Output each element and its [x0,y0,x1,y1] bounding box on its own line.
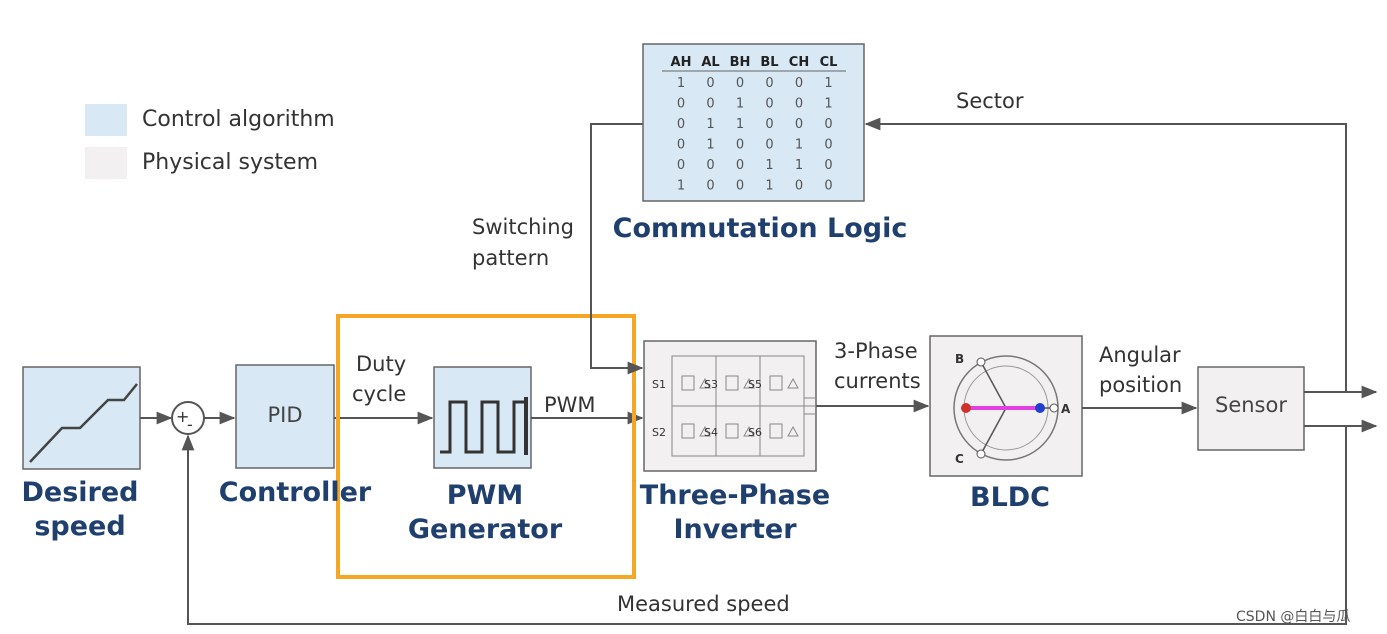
table-cell: 0 [736,179,744,194]
table-cell: 1 [824,97,832,112]
table-cell: 0 [677,97,685,112]
inverter-title-line1: Three-Phase [639,480,831,511]
table-cell: 1 [677,76,685,91]
table-cell: 0 [706,158,714,173]
sensor-box [1197,366,1305,451]
pwm-highlight-frame [336,314,636,579]
sector-feedback-path [864,117,1347,392]
switching-label-line2: pattern [472,246,550,270]
switching-label-line1: Switching [472,215,574,239]
table-cell: 0 [677,117,685,132]
commutation-logic-box [642,43,865,202]
phase-a-label: A [1061,402,1071,416]
measured-speed-feedback-path [181,426,1347,625]
table-cell: 0 [765,97,773,112]
bldc-block: B A C [929,335,1083,477]
inverter-block: S1 S3 S5 S2 S4 S6 [643,340,817,472]
table-header-bl: BL [760,55,778,70]
pwm-generator-box [433,366,532,469]
pwm-generator-title-line1: PWM [446,480,524,511]
switching-pattern-path [590,123,644,375]
switch-s1-label: S1 [652,378,666,391]
table-cell: 1 [765,179,773,194]
currents-label-line2: currents [834,369,921,393]
table-cell: 0 [736,138,744,153]
phase-b-label: B [955,352,964,366]
legend-physical-label: Physical system [142,150,319,175]
table-cell: 1 [795,138,803,153]
commutation-title: Commutation Logic [612,213,908,244]
angular-label-line2: position [1099,373,1183,397]
table-cell: 1 [824,76,832,91]
commutation-table: AH AL BH BL CH CL 1 0 0 0 0 1 0 0 1 0 0 1 0 1 1 0 0 0 0 1 0 0 1 0 0 0 0 1… [671,55,838,194]
table-cell: 1 [706,117,714,132]
desired-speed-title-line1: Desired [21,477,139,508]
table-cell: 0 [677,158,685,173]
pid-box [235,364,335,469]
table-cell: 0 [677,138,685,153]
pid-box-label: PID [267,403,303,427]
table-cell: 1 [706,138,714,153]
table-cell: 1 [795,158,803,173]
table-cell: 0 [765,138,773,153]
table-cell: 0 [765,76,773,91]
table-cell: 0 [706,76,714,91]
switch-s4-label: S4 [704,426,718,439]
inverter-title-line2: Inverter [673,514,797,545]
table-cell: 0 [795,76,803,91]
table-cell: 0 [824,138,832,153]
table-header-ch: CH [789,55,809,70]
table-cell: 1 [677,179,685,194]
table-header-cl: CL [820,55,838,70]
sensor-box-label: Sensor [1215,393,1287,417]
table-cell: 0 [706,179,714,194]
duty-cycle-label-line2: cycle [352,382,407,406]
sum-minus-sign: - [187,415,193,434]
controller-title: Controller [218,477,372,508]
measured-speed-label: Measured speed [617,592,790,616]
table-cell: 1 [736,97,744,112]
legend-physical-swatch [85,147,127,179]
switch-s6-label: S6 [748,426,762,439]
legend-control-swatch [85,104,127,136]
sector-label: Sector [956,89,1024,113]
table-cell: 0 [795,117,803,132]
table-cell: 1 [765,158,773,173]
table-cell: 0 [795,179,803,194]
desired-speed-block [22,366,141,470]
table-cell: 1 [736,117,744,132]
phase-c-label: C [955,452,964,466]
desired-speed-title-line2: speed [34,511,126,542]
table-cell: 0 [824,117,832,132]
table-cell: 0 [824,179,832,194]
table-cell: 0 [824,158,832,173]
currents-label-line1: 3-Phase [834,339,918,363]
pwm-signal-label: PWM [544,393,596,417]
pwm-generator-title-line2: Generator [407,514,563,545]
angular-label-line1: Angular [1099,343,1181,367]
watermark: CSDN @白白与瓜 [1236,609,1351,625]
table-cell: 0 [765,117,773,132]
bldc-title: BLDC [969,482,1050,513]
table-header-bh: BH [730,55,751,70]
table-cell: 0 [736,76,744,91]
switch-s2-label: S2 [652,426,666,439]
legend-control-label: Control algorithm [142,107,335,132]
sum-plus-sign: + [176,407,190,426]
table-cell: 0 [795,97,803,112]
table-header-ah: AH [671,55,692,70]
duty-cycle-label-line1: Duty [356,352,407,376]
table-cell: 0 [706,97,714,112]
table-header-al: AL [701,55,719,70]
table-cell: 0 [736,158,744,173]
switch-s5-label: S5 [748,378,762,391]
switch-s3-label: S3 [704,378,718,391]
